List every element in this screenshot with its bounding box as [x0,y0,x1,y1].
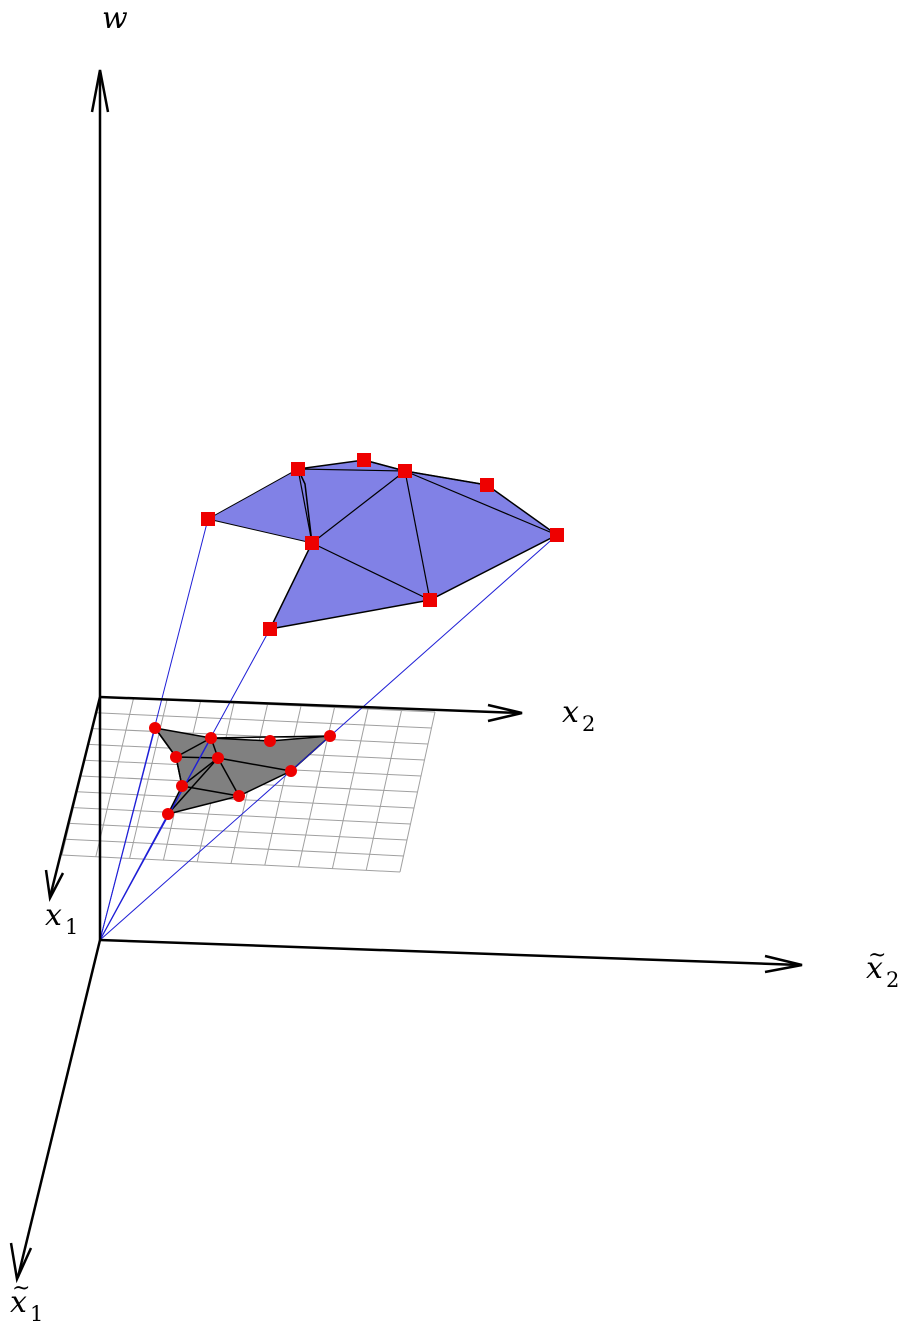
projection-ray [99,727,156,941]
x2-axis [99,695,521,715]
base-surface-fill [153,726,333,816]
base-edge [167,757,219,815]
svg-text:1: 1 [30,1302,43,1326]
grid-line [264,705,302,866]
x1-tilde-axis [16,939,102,1278]
lifted-flap [206,468,313,544]
base-vertex-marker [176,780,188,792]
grid-line [399,711,436,873]
base-vertex-marker [205,732,217,744]
base-vertex-marker [324,730,336,742]
lifted-vertex-marker [550,528,564,542]
lifted-edge [404,470,558,536]
lifted-vertex-marker [423,593,437,607]
svg-text:x: x [866,951,883,986]
base-vertex-marker [170,751,182,763]
base-vertex-marker [162,808,174,820]
lifted-vertex-marker [357,453,371,467]
base-vertex-marker [233,790,245,802]
lifted-triangulation [206,459,559,631]
grid-line [331,708,369,869]
x1-axis-arrowhead [44,869,65,903]
lifted-vertex-marker [305,536,319,550]
w-axis-label: w [102,1,128,36]
lifted-vertex-marker [398,464,412,478]
base-edge [175,737,212,758]
svg-text:2: 2 [886,968,899,992]
lifted-vertex-marker [291,462,305,476]
base-edge [175,756,219,759]
svg-text:x: x [10,1285,27,1320]
axes [9,69,803,1284]
base-vertex-marker [212,752,224,764]
vertex-markers [149,453,564,820]
x1-tilde-axis-arrowhead [9,1242,33,1284]
x1-axis-label: x 1 [45,898,78,939]
lifted-vertex-marker [263,622,277,636]
svg-text:2: 2 [582,712,595,736]
grid-line [95,698,134,857]
grid-line [365,710,402,871]
svg-text:x: x [562,695,579,730]
projection-ray [99,813,169,941]
lifted-edge [311,542,431,601]
lifted-edge [297,468,313,544]
x1-tilde-axis-label: ~ x 1 [10,1276,43,1326]
grid-line [129,699,168,859]
base-edge [217,757,240,797]
base-vertex-marker [285,765,297,777]
x2-axis-arrowhead [487,703,523,723]
base-edge [181,757,219,787]
x1-axis [48,696,102,898]
base-edge [181,785,240,797]
lifted-edge [404,470,488,486]
lifted-vertex-marker [201,512,215,526]
lifted-edge [311,470,406,544]
base-vertex-marker [149,722,161,734]
x2-axis-label: x 2 [562,695,595,736]
x2-tilde-axis-label: ~ x 2 [866,943,899,992]
svg-text:1: 1 [65,915,78,939]
svg-text:~: ~ [868,943,886,968]
x2-tilde-axis-arrowhead [764,954,803,974]
w-axis-arrowhead [90,69,110,113]
svg-text:x: x [45,898,62,933]
lifted-edge [297,468,406,472]
lifted-edge [404,470,431,601]
base-triangulation [153,726,333,816]
base-edge [217,757,292,772]
lifted-vertex-marker [480,478,494,492]
svg-text:~: ~ [12,1276,30,1301]
x2-tilde-axis [99,938,801,967]
base-vertex-marker [264,735,276,747]
